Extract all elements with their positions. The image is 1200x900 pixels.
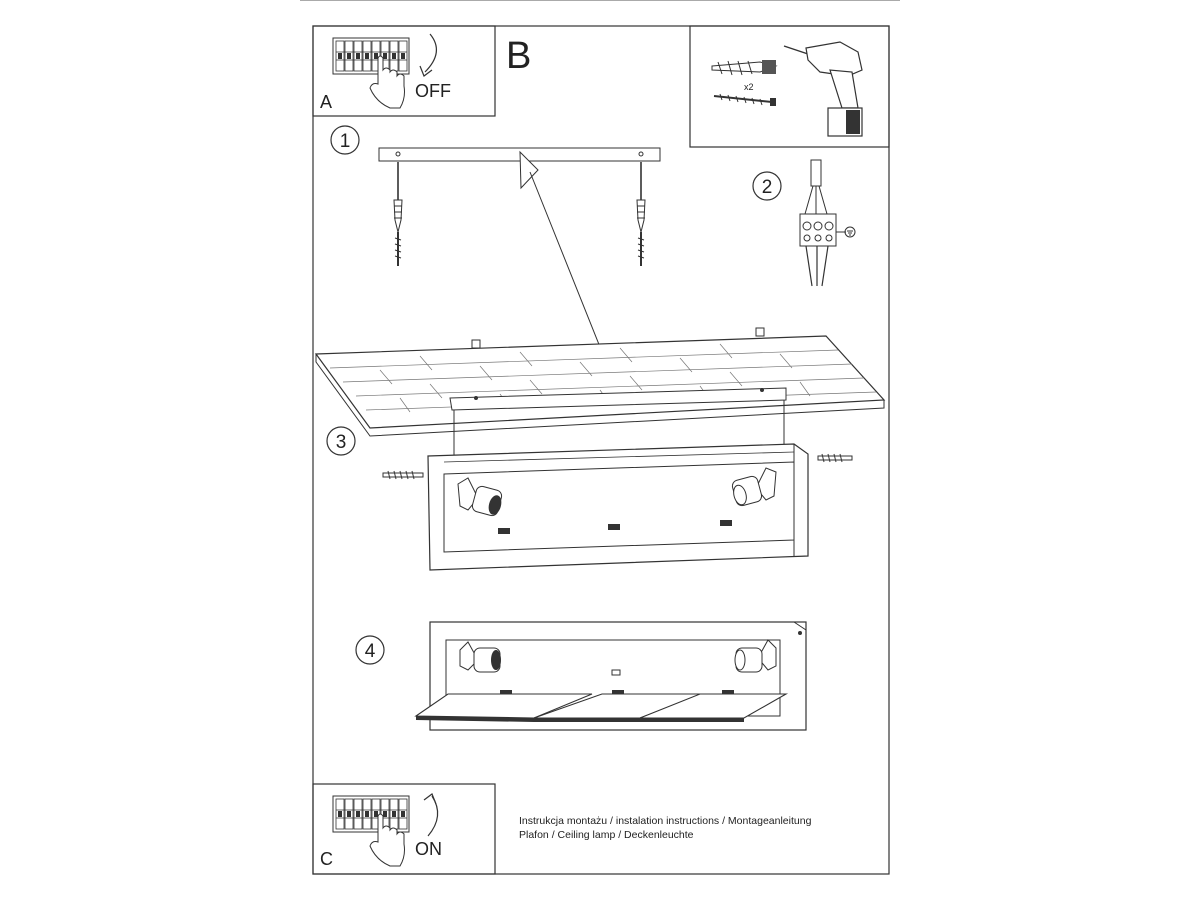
side-screw-right-icon xyxy=(817,453,853,463)
svg-text:2: 2 xyxy=(762,177,773,198)
terminal-block-icon xyxy=(799,159,846,287)
svg-text:4: 4 xyxy=(365,641,376,662)
mounting-bar xyxy=(378,147,661,190)
step-2-badge: 2 xyxy=(752,171,782,201)
anchor-right-icon xyxy=(636,162,646,266)
panel-c: C ON xyxy=(312,783,496,875)
panel-a-letter: A xyxy=(320,92,332,112)
spotlight-left-icon xyxy=(457,477,503,517)
hardware-quantity: x2 xyxy=(744,82,754,92)
panel-b-letter: B xyxy=(506,35,531,77)
step-4-badge: 4 xyxy=(355,635,385,665)
ground-icon xyxy=(844,226,856,238)
anchor-left-icon xyxy=(393,162,403,266)
panel-a-caption: OFF xyxy=(415,81,451,101)
footer-line-1: Instrukcja montażu / instalation instruc… xyxy=(519,815,812,827)
svg-text:3: 3 xyxy=(336,432,347,453)
hardware-panel: x2 xyxy=(689,25,890,148)
spotlight-right-icon xyxy=(731,467,777,507)
spotlight-left-4-icon xyxy=(459,641,501,673)
ceiling-illustration xyxy=(314,327,886,437)
footer: Instrukcja montażu / instalation instruc… xyxy=(519,814,811,842)
footer-line-2: Plafon / Ceiling lamp / Deckenleuchte xyxy=(519,829,694,841)
step-3-badge: 3 xyxy=(326,426,356,456)
wall-plug-icon xyxy=(711,60,778,76)
screw-icon xyxy=(713,93,776,106)
spotlight-right-4-icon xyxy=(734,639,777,673)
curved-arrow-icon xyxy=(427,795,439,837)
sheet-frame xyxy=(312,25,890,875)
lamp-step3 xyxy=(382,400,853,571)
svg-text:1: 1 xyxy=(340,131,351,152)
panel-c-letter: C xyxy=(320,849,333,869)
breaker-panel-icon xyxy=(332,37,410,75)
step-1-badge: 1 xyxy=(330,125,360,155)
lamp-step4 xyxy=(414,621,807,731)
glass-panels xyxy=(414,693,789,722)
breaker-panel-icon xyxy=(332,795,410,833)
drill-icon xyxy=(783,41,863,137)
side-screw-left-icon xyxy=(382,470,424,480)
panel-c-caption: ON xyxy=(415,839,442,859)
panel-a: A OFF xyxy=(312,25,496,117)
curved-arrow-icon xyxy=(424,33,437,73)
